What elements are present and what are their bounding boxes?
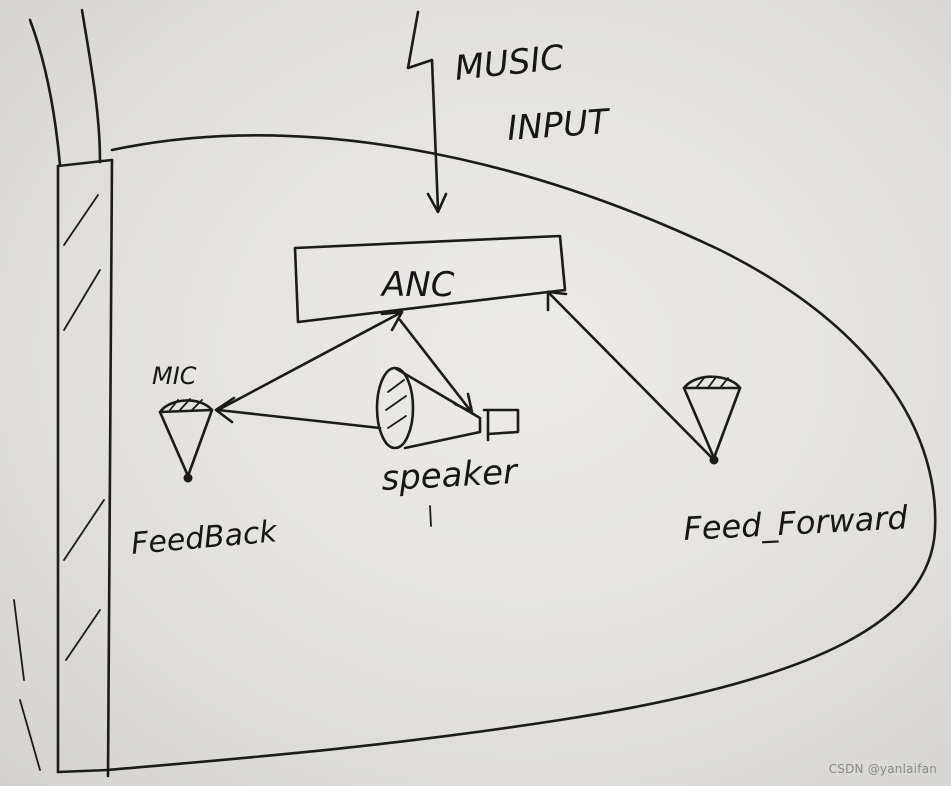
- feedforward-mic-icon: [682, 375, 742, 465]
- feedforward-label: Feed_Forward: [682, 498, 909, 548]
- watermark: CSDN @yanlaifan: [828, 762, 937, 776]
- mic-to-anc-arrow: [216, 310, 404, 412]
- music-input-arrow: [406, 10, 448, 214]
- earcup-outline: [106, 134, 937, 772]
- feedback-label: FeedBack: [130, 514, 280, 562]
- music-input-label-line2: INPUT: [506, 102, 612, 149]
- music-input-label-line1: MUSIC: [453, 38, 566, 89]
- anc-box: [293, 234, 567, 324]
- ear-wall: [13, 8, 114, 778]
- anc-label: ANC: [380, 265, 455, 305]
- anc-to-speaker-arrow: [398, 318, 474, 414]
- speaker-to-mic-arrow: [214, 396, 382, 430]
- speaker-label: speaker: [380, 452, 520, 499]
- speaker-icon: [375, 366, 520, 527]
- ff-mic-to-anc-arrow: [546, 290, 714, 460]
- mic-label: MIC: [152, 362, 197, 390]
- feedback-mic-icon: [158, 398, 214, 483]
